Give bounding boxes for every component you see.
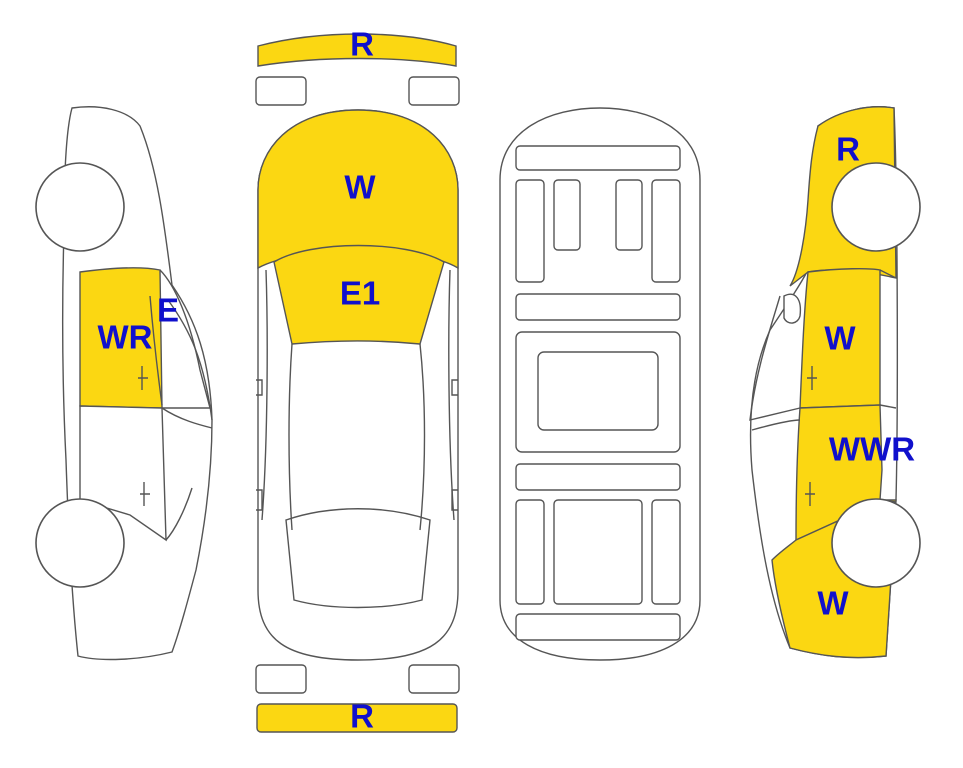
mark-top-front-bumper: R (350, 698, 374, 735)
top-view: R W E1 R (255, 26, 460, 735)
mark-right-front-fender: R (836, 131, 860, 168)
right-mirror (783, 293, 802, 324)
interior-seat-left (515, 179, 545, 283)
top-rear-light-right (408, 76, 460, 106)
interior-view (499, 107, 701, 661)
right-front-wheel (831, 162, 921, 252)
mark-left-rear-door-edge: E (157, 292, 179, 329)
interior-front-center (553, 499, 643, 605)
top-rear-light-left (255, 76, 307, 106)
mark-top-rear-bumper: R (350, 26, 374, 63)
mark-top-windshield: E1 (340, 275, 380, 312)
interior-panel-front (515, 463, 681, 491)
mark-right-rear-door: WWR (829, 431, 915, 468)
top-front-light-left (255, 664, 307, 694)
interior-panel-rear (515, 145, 681, 171)
interior-seat-right (651, 179, 681, 283)
top-windshield[interactable] (273, 244, 445, 345)
left-front-wheel (35, 162, 125, 252)
interior-front-left (515, 499, 545, 605)
right-rear-wheel (831, 498, 921, 588)
interior-seat-a (553, 179, 581, 251)
left-front-door[interactable] (79, 405, 167, 542)
right-side-view: R W WWR W (749, 106, 921, 659)
top-rear-bumper[interactable] (257, 33, 457, 67)
mark-right-rear-quarter: W (817, 585, 849, 622)
top-front-bumper[interactable] (256, 703, 458, 733)
interior-console (537, 351, 659, 431)
interior-panel-mid (515, 293, 681, 321)
left-side-view: WR E (35, 106, 213, 661)
mark-left-rear-door: WR (98, 319, 153, 356)
top-front-light-right (408, 664, 460, 694)
interior-front-right (651, 499, 681, 605)
left-rear-wheel (35, 498, 125, 588)
mark-right-front-door: W (824, 320, 856, 357)
interior-panel-front-end (515, 613, 681, 641)
interior-seat-b (615, 179, 643, 251)
mark-top-hood: W (344, 169, 376, 206)
